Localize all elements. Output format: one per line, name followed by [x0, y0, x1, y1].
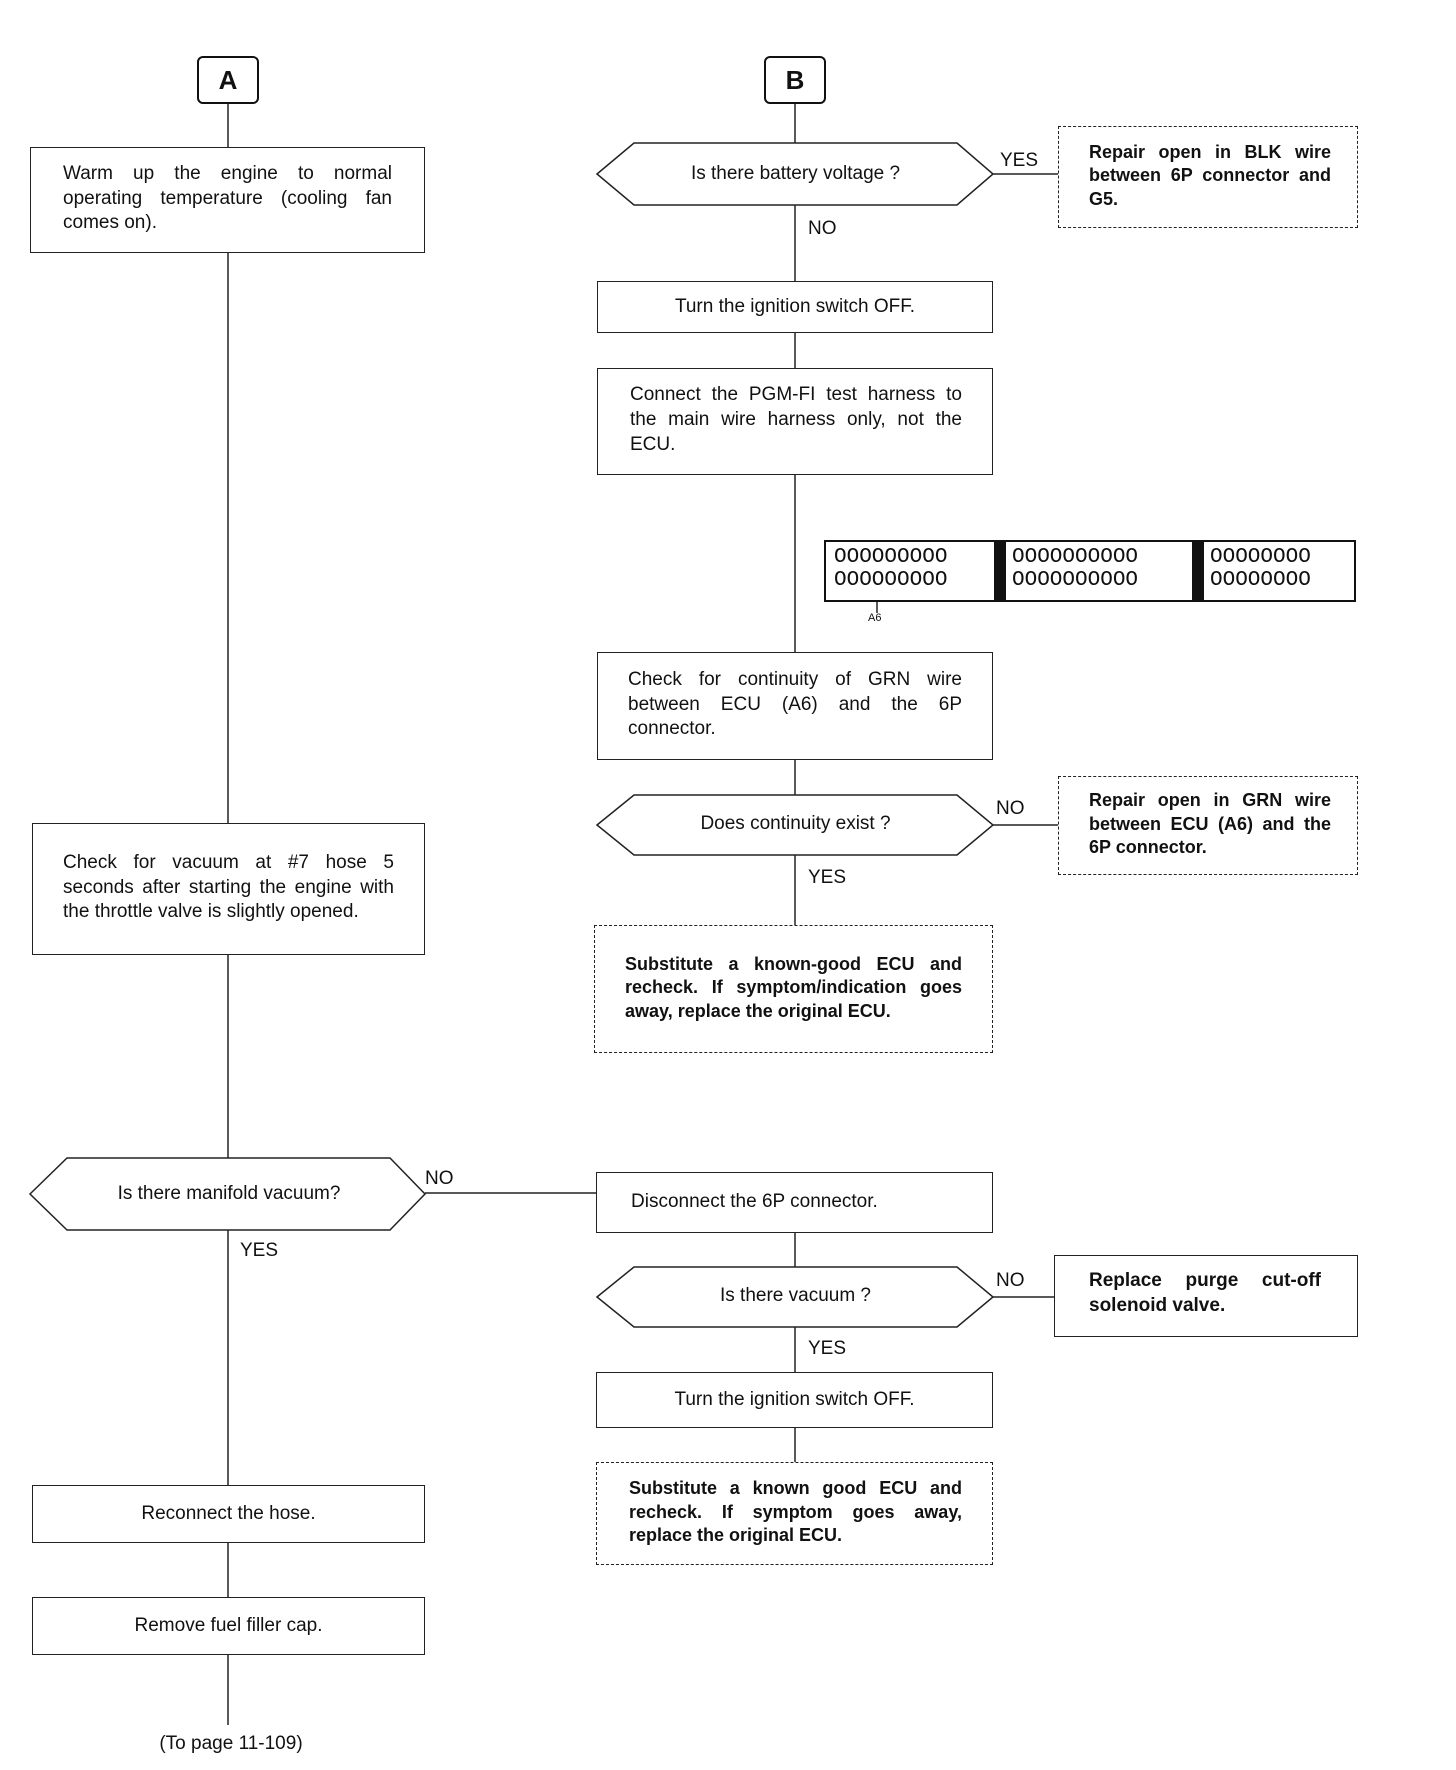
manifold-vacuum-question: Is there manifold vacuum?: [117, 1183, 341, 1204]
warm-up-step: Warm up the engine to normal operating t…: [30, 147, 425, 253]
ignition-off-step-1: Turn the ignition switch OFF.: [597, 281, 993, 333]
yes-label-manifold: YES: [240, 1240, 279, 1261]
substitute-ecu-result-1: Substitute a known-good ECU and recheck.…: [594, 925, 993, 1053]
no-label-battery: NO: [808, 218, 837, 239]
connector-segment-3: OOOOOOOO OOOOOOOO: [1210, 546, 1311, 592]
ecu-connector-diagram: OOOOOOOOO OOOOOOOOO OOOOOOOOOO OOOOOOOOO…: [824, 540, 1356, 602]
replace-solenoid-result: Replace purge cut-off solenoid valve.: [1054, 1255, 1358, 1337]
connector-segment-2: OOOOOOOOOO OOOOOOOOOO: [1012, 546, 1139, 592]
repair-blk-wire-result: Repair open in BLK wire between 6P conne…: [1058, 126, 1358, 228]
connector-divider: [1192, 542, 1204, 600]
continuity-question: Does continuity exist ?: [700, 813, 891, 834]
remove-filler-cap-step: Remove fuel filler cap.: [32, 1597, 425, 1655]
yes-label-vacuum: YES: [808, 1338, 847, 1359]
yes-label-continuity: YES: [808, 867, 847, 888]
continuation-note: (To page 11-109): [159, 1733, 303, 1754]
disconnect-6p-step: Disconnect the 6P connector.: [596, 1172, 993, 1233]
check-grn-continuity-step: Check for continuity of GRN wire between…: [597, 652, 993, 760]
repair-grn-wire-result: Repair open in GRN wire between ECU (A6)…: [1058, 776, 1358, 875]
ignition-off-step-2: Turn the ignition switch OFF.: [596, 1372, 993, 1428]
battery-voltage-question: Is there battery voltage ?: [690, 163, 901, 184]
reconnect-hose-step: Reconnect the hose.: [32, 1485, 425, 1543]
vacuum-question: Is there vacuum ?: [719, 1285, 872, 1306]
connector-divider: [994, 542, 1006, 600]
connector-segment-1: OOOOOOOOO OOOOOOOOO: [834, 546, 948, 592]
no-label-continuity: NO: [996, 798, 1025, 819]
ref-marker-b: B: [764, 56, 826, 104]
yes-label-battery: YES: [1000, 150, 1039, 171]
no-label-vacuum: NO: [996, 1270, 1025, 1291]
substitute-ecu-result-2: Substitute a known good ECU and recheck.…: [596, 1462, 993, 1565]
check-vacuum-step: Check for vacuum at #7 hose 5 seconds af…: [32, 823, 425, 955]
pin-a6-label: A6: [868, 612, 882, 624]
no-label-manifold: NO: [425, 1168, 454, 1189]
connect-test-harness-step: Connect the PGM-FI test harness to the m…: [597, 368, 993, 475]
ref-marker-a: A: [197, 56, 259, 104]
